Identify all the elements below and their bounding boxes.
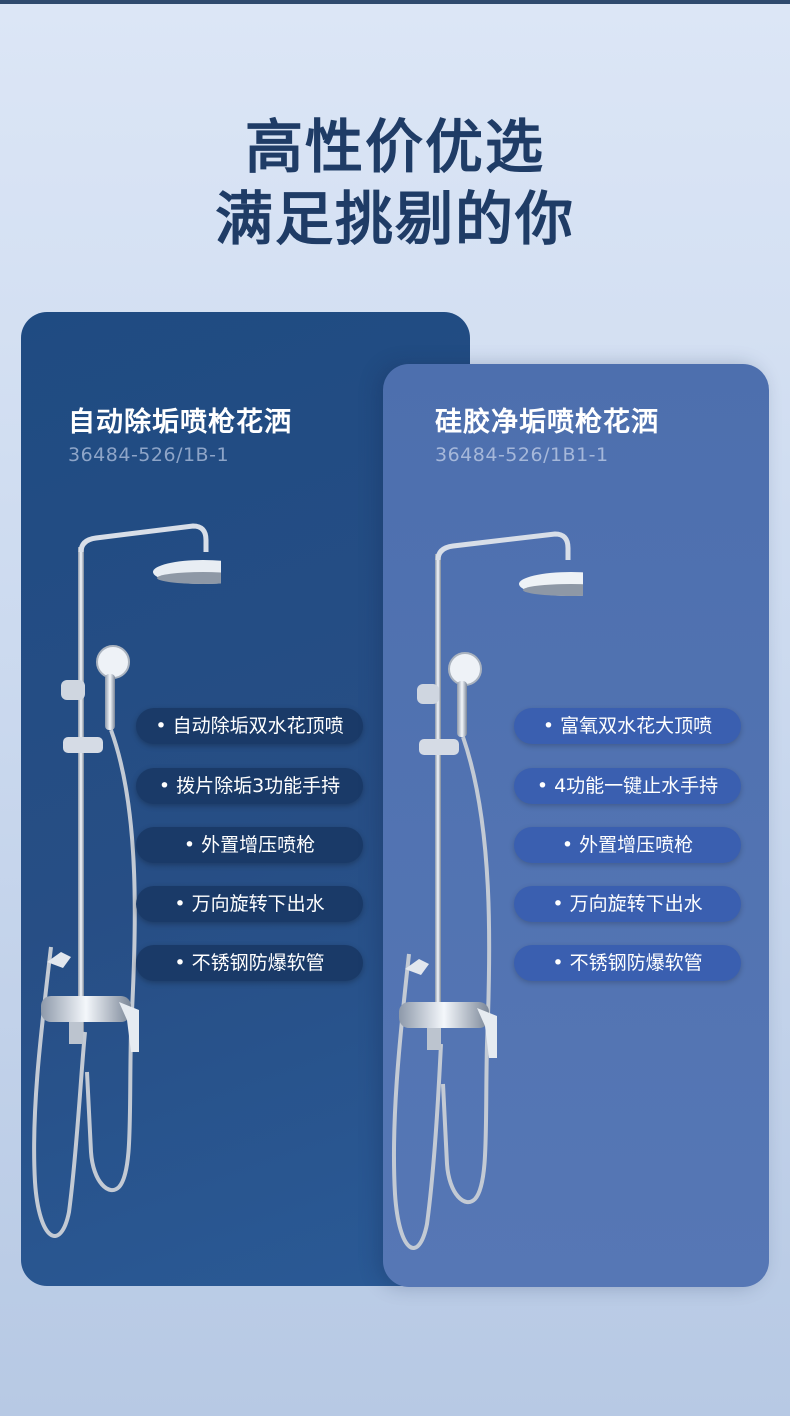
bullet-dot-icon: • — [536, 775, 549, 797]
feature-pill: •外置增压喷枪 — [514, 827, 741, 863]
product-model: 36484-526/1B1-1 — [435, 444, 609, 466]
feature-pill: •万向旋转下出水 — [136, 886, 363, 922]
bullet-dot-icon: • — [552, 952, 564, 974]
bullet-dot-icon: • — [155, 715, 167, 737]
bullet-dot-icon: • — [542, 715, 555, 737]
shower-set-icon — [391, 531, 583, 1250]
feature-pill: •自动除垢双水花顶喷 — [136, 708, 363, 744]
bullet-dot-icon: • — [183, 834, 196, 856]
bullet-dot-icon: • — [561, 834, 574, 856]
feature-pill: •4功能一键止水手持 — [514, 768, 741, 804]
product-title: 硅胶净垢喷枪花洒 — [435, 407, 659, 438]
shower-set-icon — [32, 523, 221, 1238]
headline-line-2: 满足挑剔的你 — [214, 185, 575, 253]
product-model: 36484-526/1B-1 — [68, 444, 230, 466]
bullet-dot-icon: • — [158, 775, 171, 797]
feature-pill: •万向旋转下出水 — [514, 886, 741, 922]
feature-pill: •不锈钢防爆软管 — [514, 945, 741, 981]
product-title: 自动除垢喷枪花洒 — [68, 407, 292, 438]
bullet-dot-icon: • — [174, 893, 186, 915]
top-border — [0, 0, 790, 4]
bullet-dot-icon: • — [174, 952, 186, 974]
feature-pill: •不锈钢防爆软管 — [136, 945, 363, 981]
feature-pill: •富氧双水花大顶喷 — [514, 708, 741, 744]
bullet-dot-icon: • — [552, 893, 564, 915]
feature-pill: •拨片除垢3功能手持 — [136, 768, 363, 804]
product-card-silicone-clean[interactable]: 硅胶净垢喷枪花洒 36484-526/1B1-1 •富氧双水花大顶喷 •4功能一… — [383, 364, 769, 1287]
headline-line-1: 高性价优选 — [244, 113, 545, 181]
feature-pill: •外置增压喷枪 — [136, 827, 363, 863]
